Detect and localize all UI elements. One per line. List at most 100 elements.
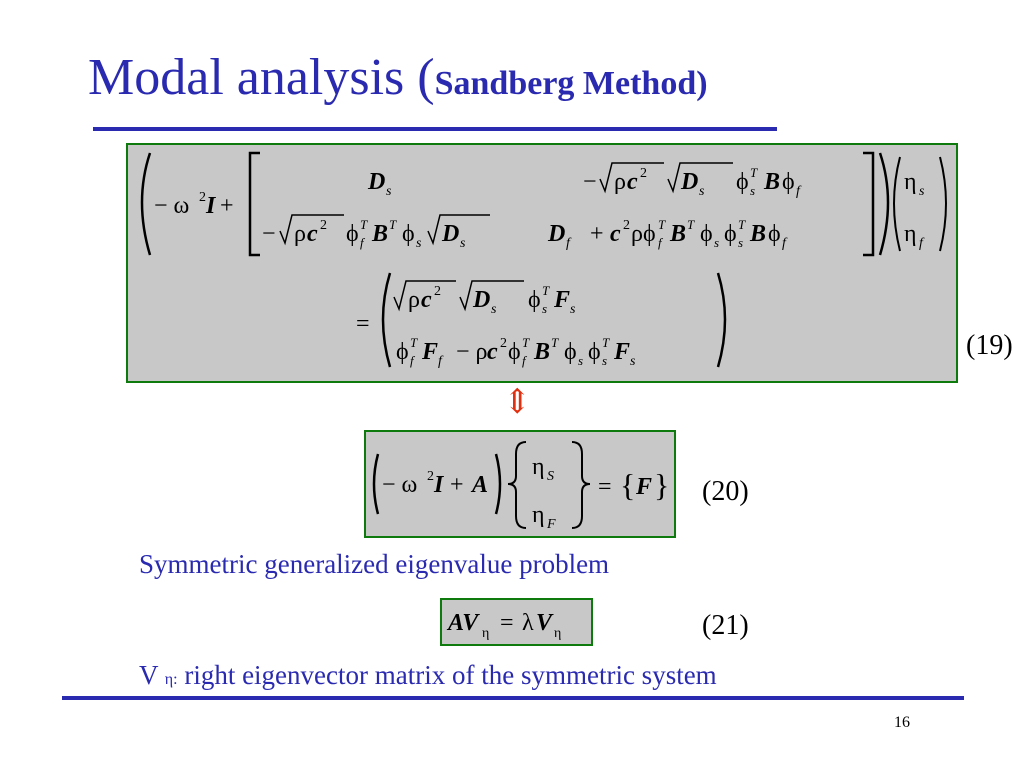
svg-text:B: B [371, 221, 388, 247]
svg-text:{: { [620, 467, 635, 503]
svg-text:ϕ: ϕ [564, 339, 577, 365]
svg-text:s: s [416, 236, 422, 251]
svg-text:η: η [904, 169, 917, 195]
svg-text:− ρ: − ρ [456, 339, 488, 365]
svg-text:B: B [749, 221, 766, 247]
svg-text:ϕ: ϕ [700, 221, 713, 247]
svg-text:T: T [522, 335, 530, 350]
svg-text:2: 2 [427, 469, 434, 484]
svg-text:s: s [570, 302, 576, 317]
svg-text:T: T [602, 335, 610, 350]
title-subtitle: Sandberg Method) [434, 65, 708, 102]
svg-text:λ: λ [522, 610, 534, 636]
svg-text:f: f [522, 353, 528, 368]
svg-text:2: 2 [623, 218, 630, 233]
title-underline [93, 127, 777, 131]
svg-text:ρ: ρ [294, 221, 306, 247]
svg-text:D: D [367, 169, 385, 195]
svg-text:B: B [763, 169, 780, 195]
svg-text:B: B [669, 221, 686, 247]
equation-number-19: (19) [966, 330, 1013, 361]
svg-text:−: − [583, 169, 597, 195]
svg-text:A: A [470, 472, 488, 498]
svg-text:2: 2 [199, 190, 206, 205]
svg-text:f: f [919, 236, 925, 251]
svg-text:η: η [532, 502, 545, 528]
svg-text:ρϕ: ρϕ [631, 221, 656, 247]
svg-text:I: I [205, 193, 217, 219]
svg-text:η: η [532, 454, 545, 480]
svg-text:f: f [796, 184, 802, 199]
svg-text:ϕ: ϕ [736, 169, 749, 195]
svg-text:s: s [491, 302, 497, 317]
page-number: 16 [894, 714, 910, 731]
slide-title: Modal analysis (Sandberg Method) [88, 52, 708, 104]
footer-rule [62, 696, 964, 700]
svg-text:s: s [714, 235, 719, 250]
svg-text:AV: AV [446, 610, 480, 636]
equation-number-21: (21) [702, 610, 749, 641]
svg-text:ρ: ρ [614, 169, 626, 195]
svg-text:T: T [389, 217, 397, 232]
svg-text:ϕ: ϕ [782, 169, 795, 195]
svg-text:I: I [433, 472, 445, 498]
svg-text:s: s [919, 184, 925, 199]
svg-text:T: T [750, 165, 758, 180]
svg-text:η: η [482, 626, 489, 641]
svg-text:T: T [658, 217, 666, 232]
svg-text:T: T [738, 217, 746, 232]
svg-text:s: s [738, 235, 743, 250]
title-main: Modal analysis ( [88, 49, 435, 106]
svg-text:ρ: ρ [408, 287, 420, 313]
caption-eigenvector-definition: V η: right eigenvector matrix of the sym… [139, 660, 717, 691]
svg-text:s: s [386, 184, 392, 199]
svg-text:=: = [598, 474, 612, 500]
svg-text:s: s [578, 353, 583, 368]
svg-text:F: F [613, 339, 630, 365]
svg-text:+: + [450, 472, 464, 498]
svg-text:}: } [654, 467, 669, 503]
svg-text:T: T [687, 217, 695, 232]
svg-text:s: s [630, 354, 636, 369]
svg-text:B: B [533, 339, 550, 365]
svg-text:T: T [542, 283, 550, 298]
svg-text:D: D [547, 221, 565, 247]
svg-text:−: − [262, 221, 276, 247]
svg-text:f: f [360, 235, 366, 250]
svg-text:F: F [546, 517, 556, 532]
svg-text:2: 2 [434, 284, 441, 299]
svg-text:η: η [904, 221, 917, 247]
svg-text:V: V [536, 610, 554, 636]
svg-text:ϕ: ϕ [508, 339, 521, 365]
svg-text:ϕ: ϕ [402, 221, 415, 247]
caption-v-subscript: η: [164, 671, 178, 688]
svg-text:D: D [680, 169, 698, 195]
svg-text:f: f [782, 236, 788, 251]
svg-text:S: S [547, 469, 554, 484]
svg-text:s: s [460, 236, 466, 251]
svg-text:2: 2 [500, 336, 507, 351]
svg-text:F: F [421, 339, 438, 365]
svg-text:c: c [610, 221, 621, 247]
caption-v-text: right eigenvector matrix of the symmetri… [184, 660, 717, 690]
svg-text:ϕ: ϕ [396, 339, 409, 365]
svg-text:s: s [602, 353, 607, 368]
svg-text:F: F [553, 287, 570, 313]
svg-text:− ω: − ω [154, 193, 189, 219]
svg-text:f: f [658, 235, 664, 250]
svg-text:η: η [554, 626, 561, 641]
svg-text:c: c [627, 169, 638, 195]
svg-text:+: + [590, 221, 604, 247]
svg-text:c: c [421, 287, 432, 313]
svg-text:T: T [551, 335, 559, 350]
svg-text:c: c [307, 221, 318, 247]
svg-text:ϕ: ϕ [768, 221, 781, 247]
equivalence-arrow-icon: ⇕ [503, 384, 532, 421]
svg-text:ϕ: ϕ [724, 221, 737, 247]
